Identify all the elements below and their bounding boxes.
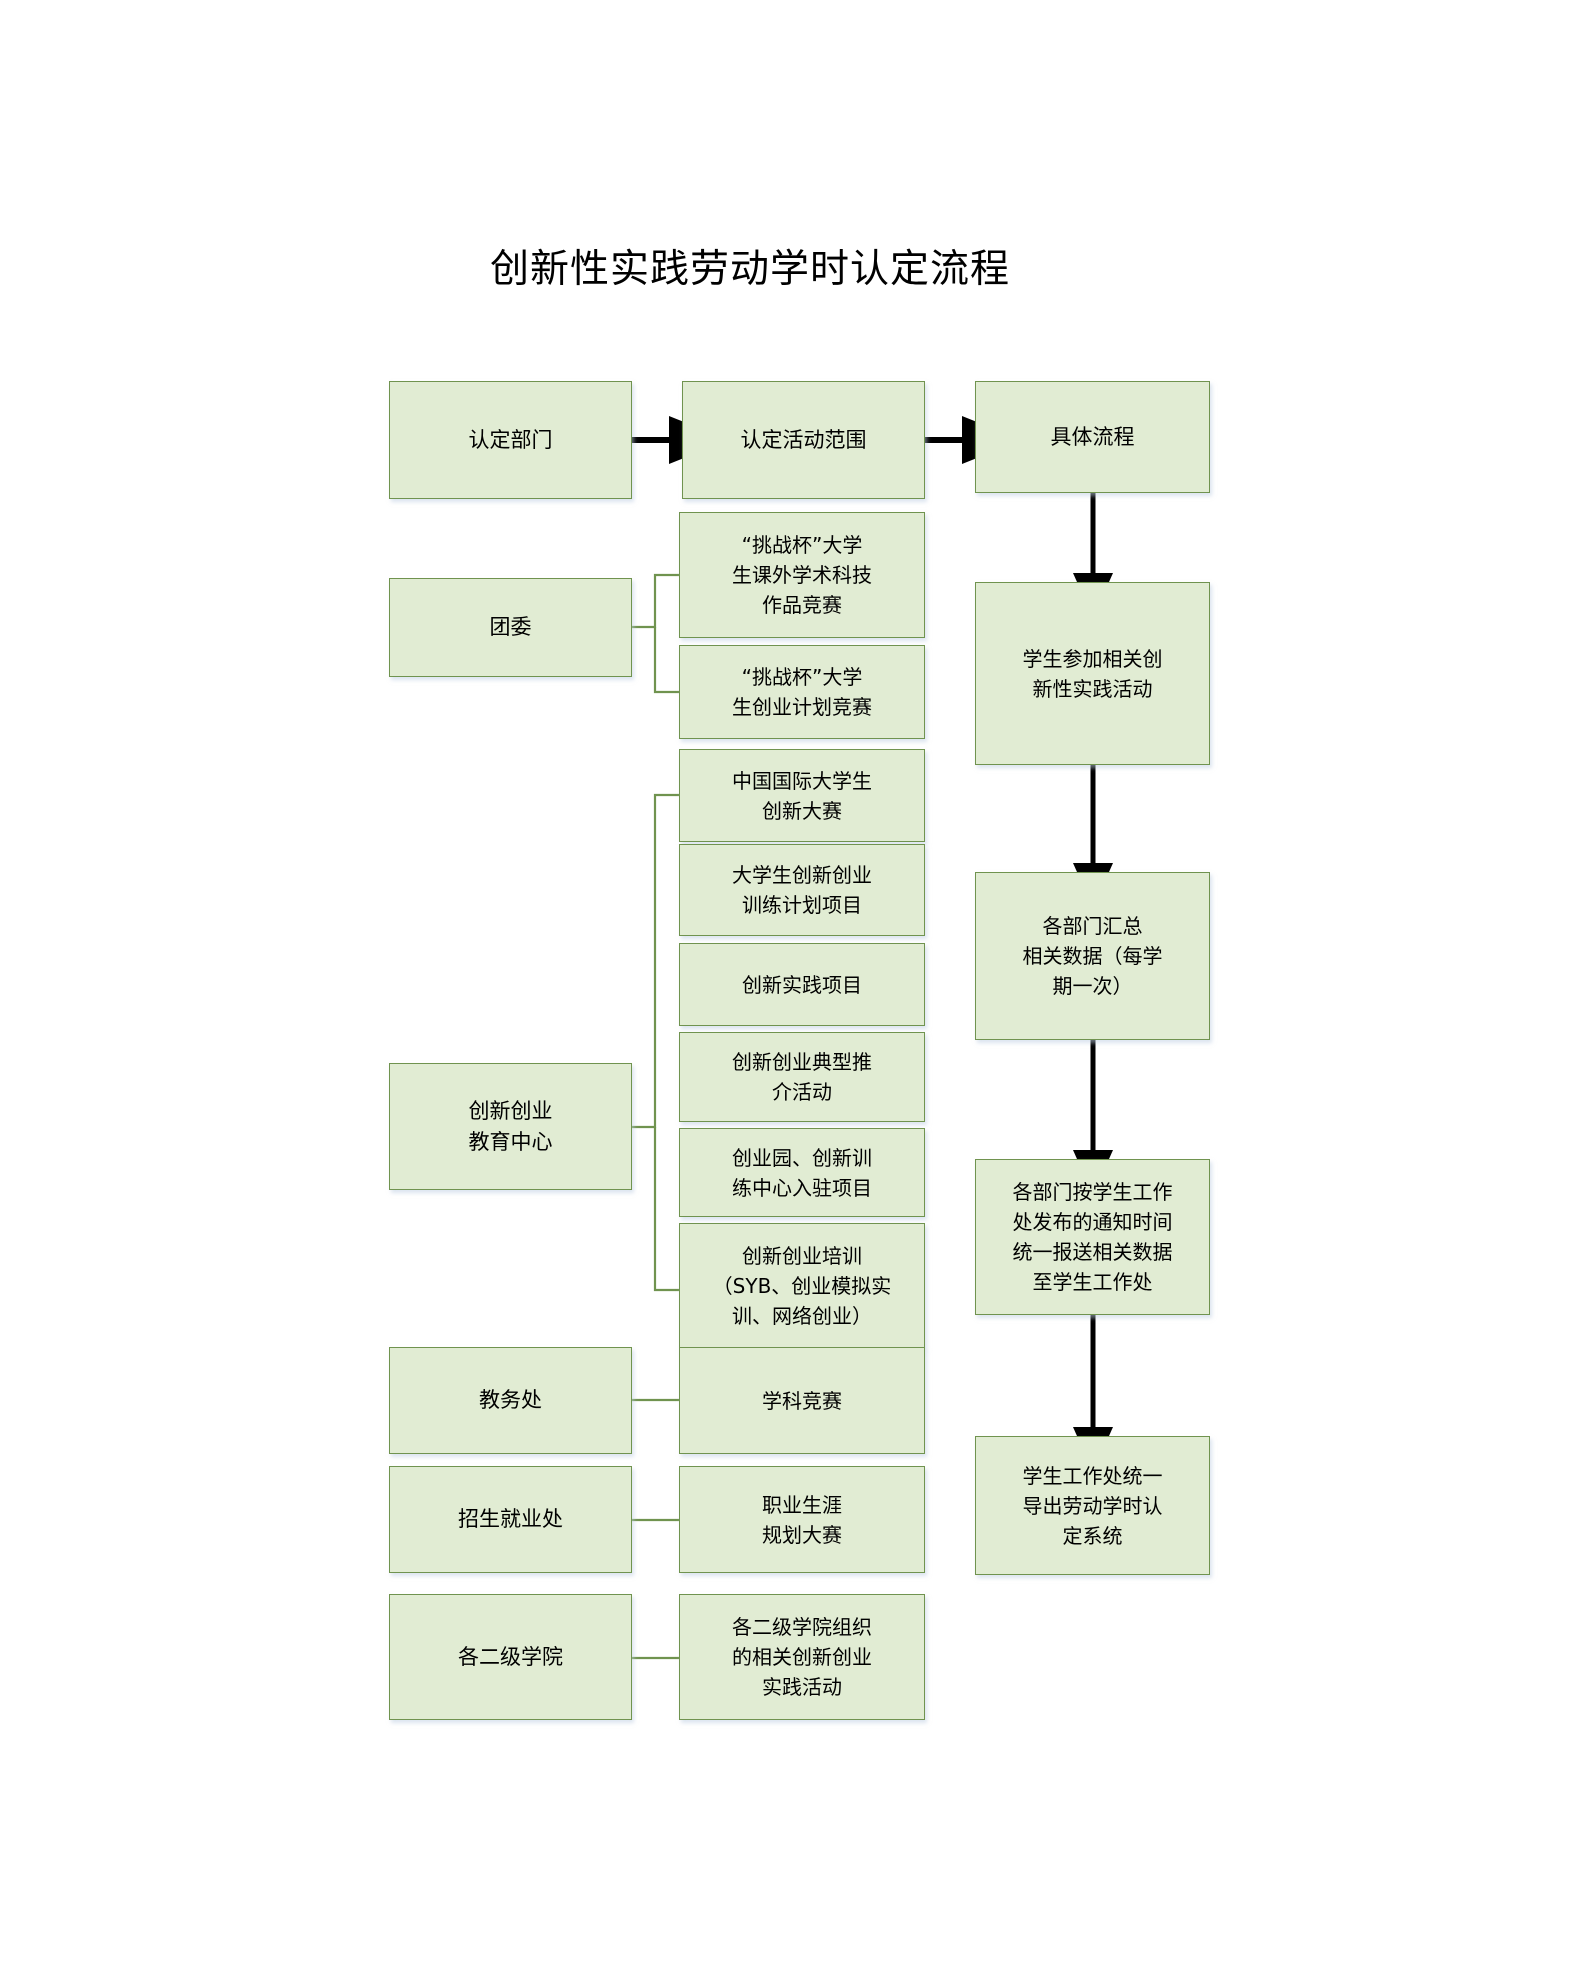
activity-label: 创新创业典型推 介活动 (732, 1050, 872, 1104)
dept-label: 教务处 (479, 1388, 542, 1412)
activity-box-college-activities[interactable]: 各二级学院组织 的相关创新创业 实践活动 (679, 1594, 925, 1720)
dept-label: 招生就业处 (458, 1507, 563, 1531)
dept-box-tuanwei[interactable]: 团委 (389, 578, 632, 677)
activity-label: 创新创业培训 （SYB、创业模拟实 训、网络创业） (712, 1243, 892, 1328)
dept-label: 各二级学院 (458, 1644, 563, 1669)
activity-box-incubator-entry[interactable]: 创业园、创新训 练中心入驻项目 (679, 1128, 925, 1217)
process-label: 学生工作处统一 导出劳动学时认 定系统 (1022, 1463, 1163, 1548)
activity-label: 创业园、创新训 练中心入驻项目 (732, 1145, 872, 1200)
dept-label: 创新创业 教育中心 (468, 1098, 553, 1154)
activity-box-career-planning[interactable]: 职业生涯 规划大赛 (679, 1466, 925, 1573)
process-label: 各部门汇总 相关数据（每学 期一次） (1022, 914, 1163, 998)
activity-label: “挑战杯”大学 生课外学术科技 作品竞赛 (732, 533, 872, 617)
activity-box-typical-promotion[interactable]: 创新创业典型推 介活动 (679, 1032, 925, 1122)
activity-label: 大学生创新创业 训练计划项目 (732, 863, 872, 917)
process-label: 学生参加相关创 新性实践活动 (1022, 646, 1163, 701)
bracket-innovation-center (632, 793, 679, 1292)
dept-box-erji-xueyuan[interactable]: 各二级学院 (389, 1594, 632, 1720)
box-specific-process[interactable]: 具体流程 (975, 381, 1210, 493)
activity-label: 职业生涯 规划大赛 (762, 1492, 842, 1547)
dept-box-innovation-center[interactable]: 创新创业 教育中心 (389, 1063, 632, 1190)
box-certifying-department[interactable]: 认定部门 (389, 381, 632, 499)
activity-box-tiaozhanbei-academic[interactable]: “挑战杯”大学 生课外学术科技 作品竞赛 (679, 512, 925, 638)
activity-label: 创新实践项目 (742, 972, 862, 997)
process-box-submit-to-student-affairs[interactable]: 各部门按学生工作 处发布的通知时间 统一报送相关数据 至学生工作处 (975, 1159, 1210, 1315)
dept-label: 团委 (489, 615, 532, 639)
dept-box-zhaosheng-jiuye[interactable]: 招生就业处 (389, 1466, 632, 1573)
activity-box-innovation-training-plan[interactable]: 大学生创新创业 训练计划项目 (679, 844, 925, 936)
activity-label: 各二级学院组织 的相关创新创业 实践活动 (732, 1615, 872, 1699)
activity-box-tiaozhanbei-startup[interactable]: “挑战杯”大学 生创业计划竞赛 (679, 645, 925, 739)
activity-box-discipline-competition[interactable]: 学科竞赛 (679, 1347, 925, 1454)
activity-label: “挑战杯”大学 生创业计划竞赛 (732, 665, 872, 719)
process-box-department-aggregate[interactable]: 各部门汇总 相关数据（每学 期一次） (975, 872, 1210, 1040)
process-box-export-labor-hours[interactable]: 学生工作处统一 导出劳动学时认 定系统 (975, 1436, 1210, 1575)
activity-label: 中国国际大学生 创新大赛 (732, 768, 872, 823)
box-label: 认定活动范围 (740, 427, 867, 452)
page-title: 创新性实践劳动学时认定流程 (489, 247, 1010, 292)
bracket-tuanwei (632, 573, 679, 694)
activity-box-entrepreneur-training[interactable]: 创新创业培训 （SYB、创业模拟实 训、网络创业） (679, 1223, 925, 1348)
activity-box-china-intl-innovation[interactable]: 中国国际大学生 创新大赛 (679, 749, 925, 842)
process-label: 各部门按学生工作 处发布的通知时间 统一报送相关数据 至学生工作处 (1012, 1180, 1173, 1294)
activity-box-innovation-practice-project[interactable]: 创新实践项目 (679, 943, 925, 1026)
activity-label: 学科竞赛 (762, 1388, 842, 1413)
box-activity-scope[interactable]: 认定活动范围 (682, 381, 925, 499)
box-label: 具体流程 (1050, 424, 1135, 449)
box-label: 认定部门 (468, 427, 553, 452)
process-box-student-participate[interactable]: 学生参加相关创 新性实践活动 (975, 582, 1210, 765)
dept-box-jiaowuchu[interactable]: 教务处 (389, 1347, 632, 1454)
